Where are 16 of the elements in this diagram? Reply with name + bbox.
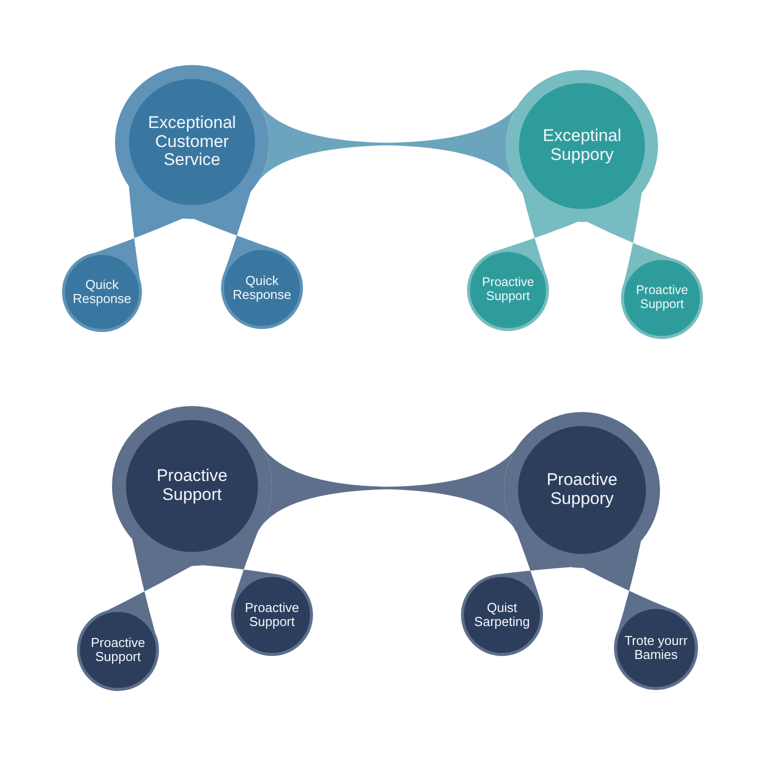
connector — [96, 186, 183, 279]
connector — [583, 541, 667, 630]
node-label: Quick Response — [232, 274, 292, 302]
node-label: Exceptional Customer Service — [147, 114, 237, 170]
node-label: Proactive Support — [156, 467, 228, 505]
node-label: Exceptinal Suppory — [542, 127, 622, 165]
node-label: Quick Response — [72, 278, 132, 306]
node-label: Proactive Support — [634, 284, 690, 312]
node-label: Trote yourr Bamies — [623, 634, 689, 662]
node-label: Proactive Support — [244, 600, 300, 630]
node-label: Proactive Support — [480, 276, 536, 304]
connector — [586, 193, 671, 283]
node-label: Quist Sarpeting — [473, 600, 531, 630]
connector — [106, 539, 192, 632]
node-label: Proactive Suppory — [546, 471, 618, 509]
node-label: Proactive Support — [90, 636, 146, 664]
